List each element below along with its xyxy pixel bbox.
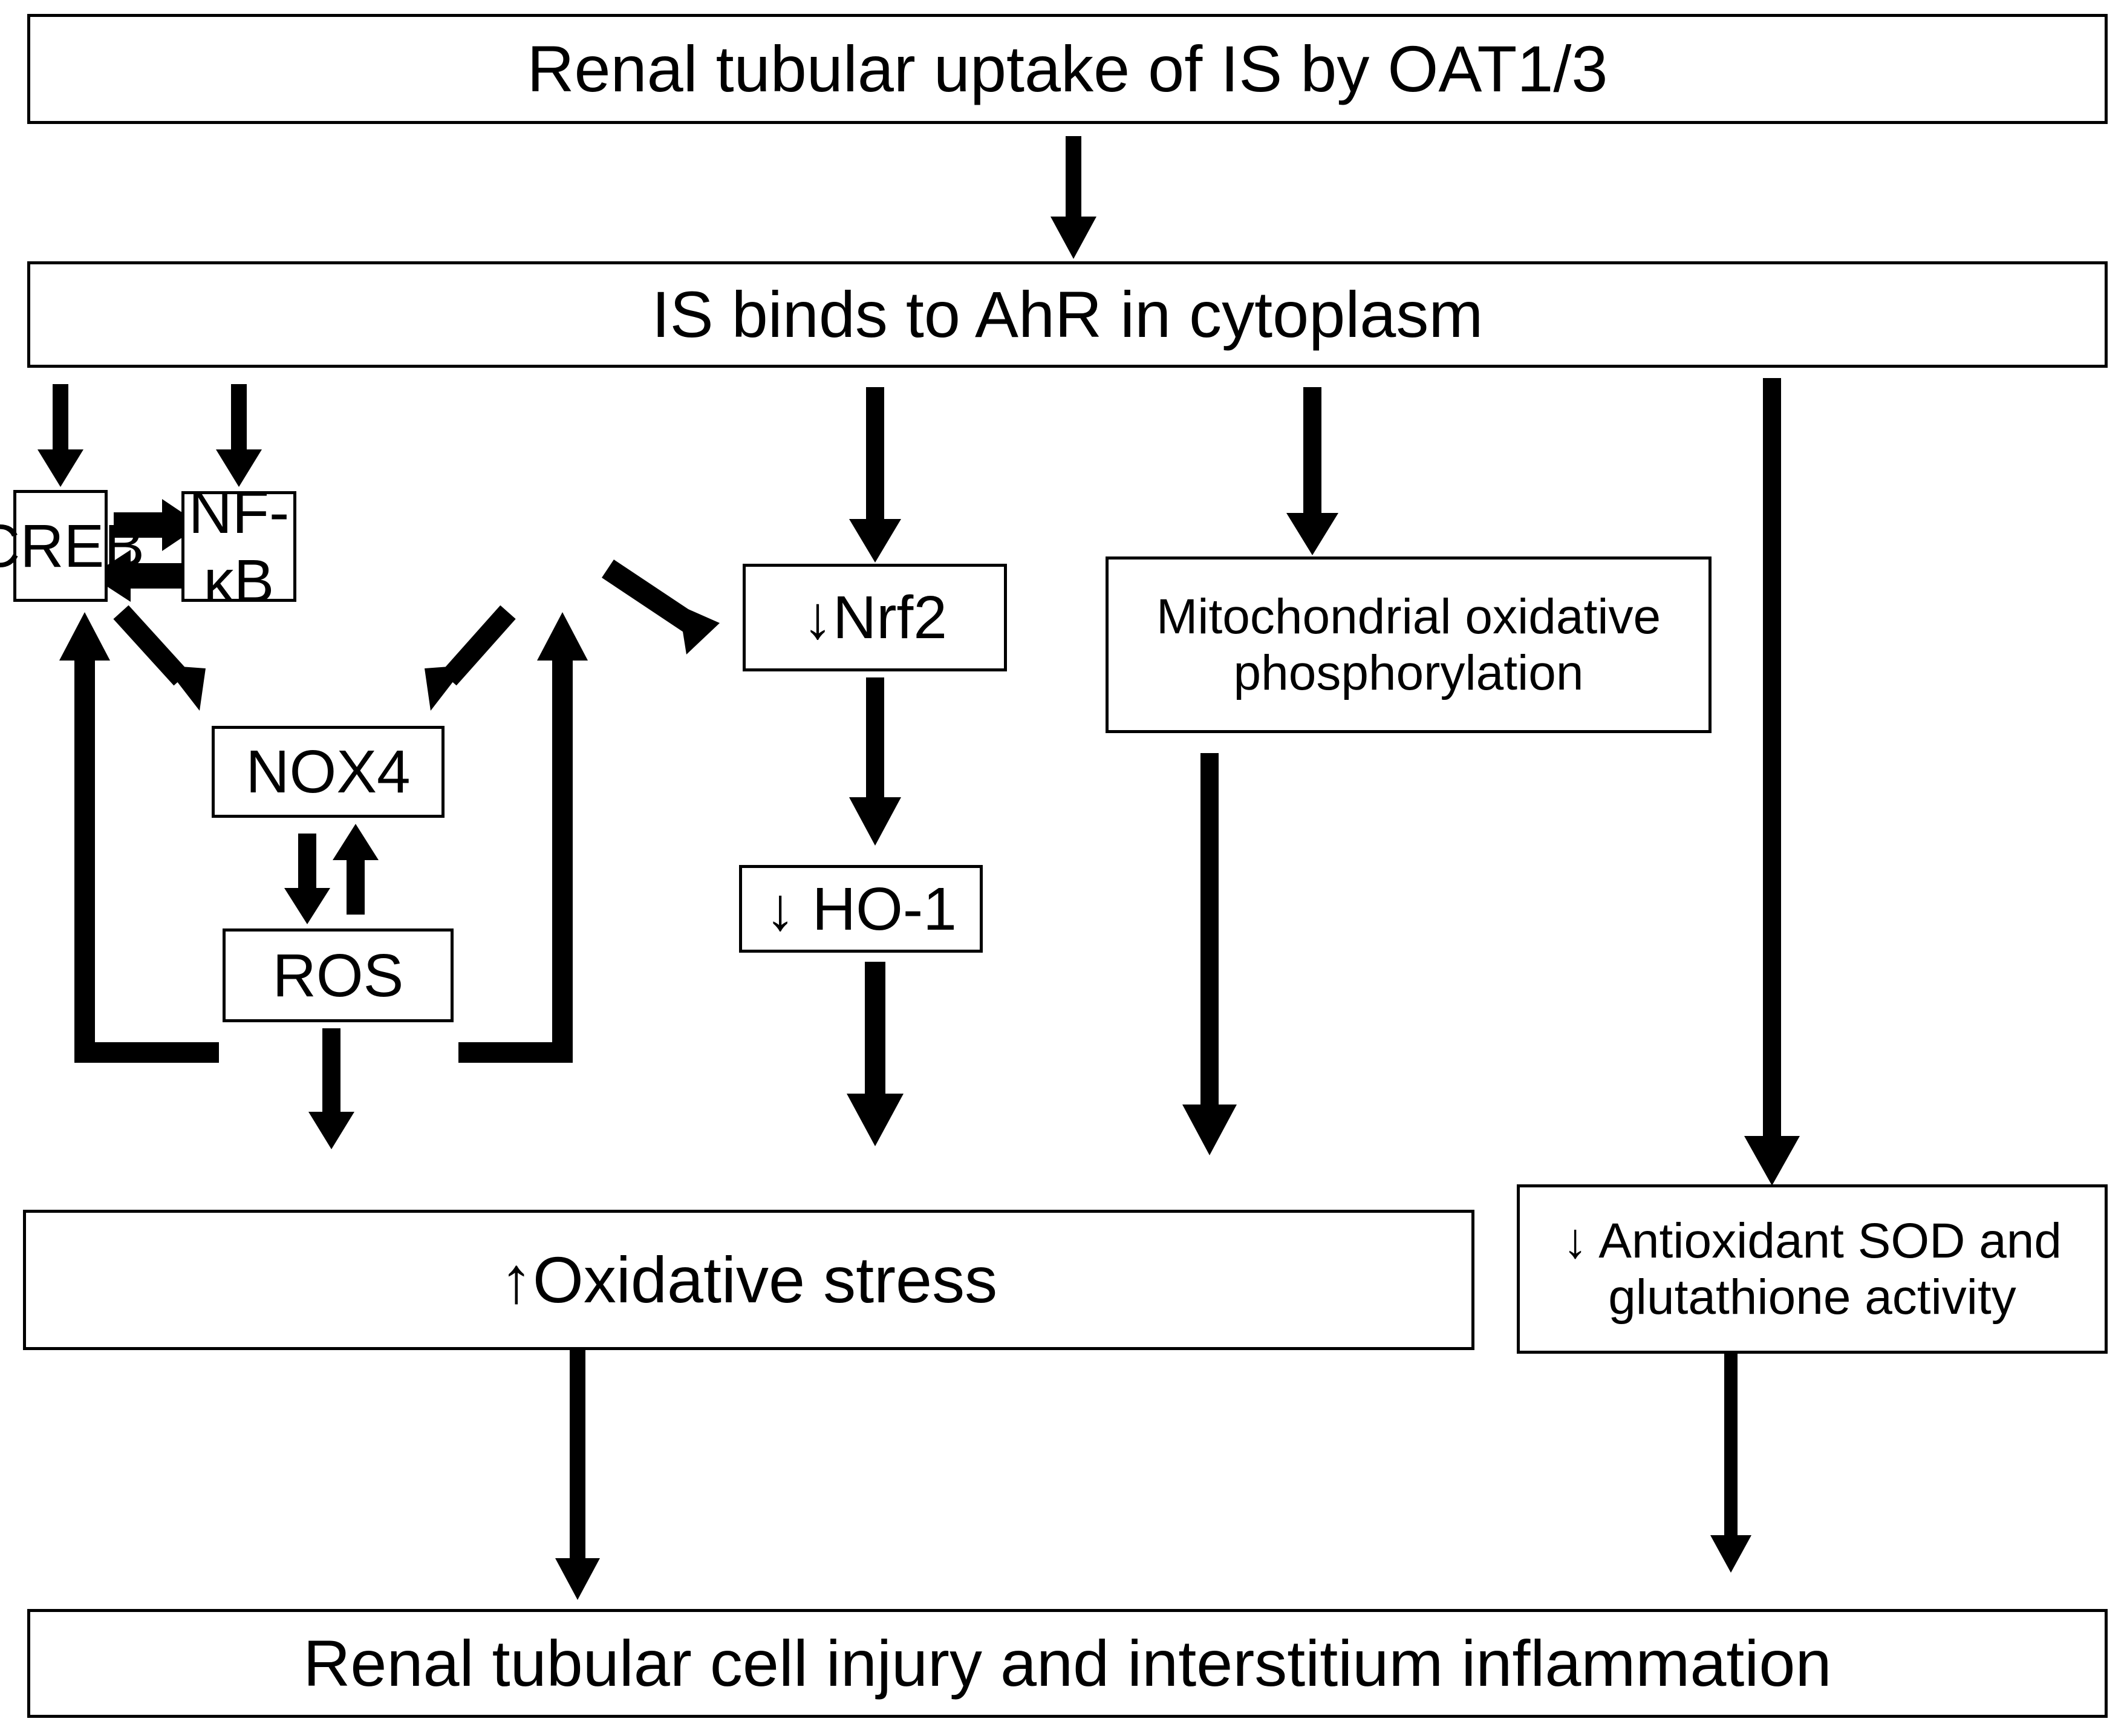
arrow-ho1-to-oxidative-stress [847, 962, 904, 1146]
node-label: ↑Oxidative stress [500, 1243, 998, 1317]
node-nox4: NOX4 [212, 726, 445, 818]
arrow-nfkb-to-nox4 [425, 605, 516, 711]
node-label-line-2: glutathione activity [1608, 1270, 2016, 1325]
node-label: Renal tubular uptake of IS by OAT1/3 [527, 32, 1608, 106]
node-renal-tubular-cell-injury: Renal tubular cell injury and interstiti… [27, 1609, 2108, 1718]
node-mitochondrial-oxidative-phosphorylation: Mitochondrial oxidative phosphorylation [1106, 556, 1712, 733]
node-label-line-2: phosphorylation [1233, 645, 1584, 700]
node-label: ROS [272, 941, 404, 1010]
node-label: IS binds to AhR in cytoplasm [651, 278, 1484, 351]
arrow-ahr-to-antioxidant [1744, 378, 1800, 1186]
node-label: Renal tubular cell injury and interstiti… [303, 1627, 1832, 1700]
arrow-ahr-to-nrf2 [849, 387, 901, 563]
node-ros: ROS [223, 928, 454, 1022]
node-ho-1: ↓ HO-1 [739, 865, 983, 953]
node-is-binds-ahr: IS binds to AhR in cytoplasm [27, 261, 2108, 368]
node-creb: CREB [0, 490, 145, 602]
node-label-line-1: ↓ Antioxidant SOD and [1562, 1213, 2062, 1268]
arrow-mito-to-oxidative-stress [1182, 753, 1237, 1155]
arrow-ahr-to-creb [37, 384, 83, 487]
node-label: ↓ HO-1 [765, 875, 957, 943]
arrow-ros-to-nfkb [458, 612, 588, 1063]
node-label: NF-κB [188, 478, 290, 615]
arrow-ros-to-creb [59, 612, 219, 1063]
arrow-ros-to-oxidative-stress [308, 1028, 354, 1149]
node-nrf2: ↓Nrf2 [743, 564, 1007, 671]
arrow-ahr-to-nfkb [216, 384, 262, 487]
node-antioxidant-sod-glutathione: ↓ Antioxidant SOD and glutathione activi… [1517, 1184, 2108, 1354]
arrow-ros-to-nox4 [333, 824, 379, 915]
node-label: CREB [0, 512, 145, 580]
node-label-line-1: Mitochondrial oxidative [1156, 589, 1661, 644]
arrow-creb-to-nox4 [113, 605, 206, 711]
arrow-uptake-to-ahr [1050, 136, 1096, 259]
arrow-oxidative-stress-to-injury [555, 1350, 600, 1600]
arrow-nfkb-to-creb [91, 550, 181, 602]
arrow-nfkb-to-nrf2 [602, 560, 720, 654]
arrow-ahr-to-mito [1286, 387, 1338, 555]
node-label: NOX4 [246, 738, 411, 806]
node-renal-tubular-uptake: Renal tubular uptake of IS by OAT1/3 [27, 14, 2108, 124]
arrow-antioxidant-to-injury [1710, 1354, 1751, 1573]
node-oxidative-stress: ↑Oxidative stress [23, 1210, 1474, 1350]
arrow-nox4-to-ros [284, 834, 330, 924]
node-label: ↓Nrf2 [803, 584, 947, 651]
arrow-nrf2-to-ho1 [849, 677, 901, 846]
node-nf-kb: NF-κB [181, 478, 296, 615]
